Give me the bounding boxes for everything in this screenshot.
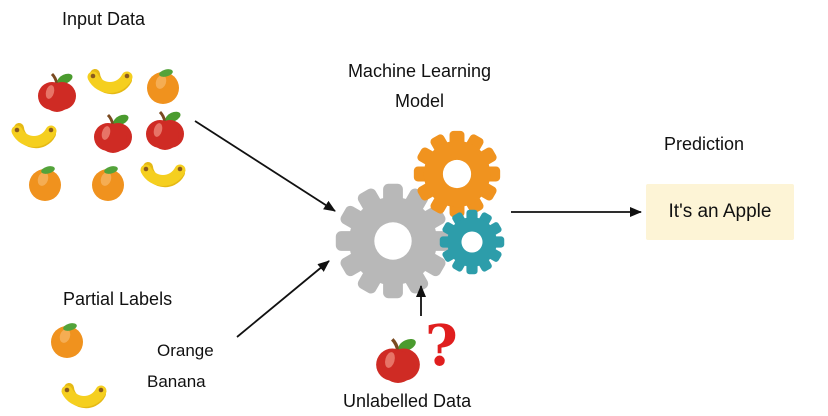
banana-icon: [91, 74, 130, 89]
partial-labels-title: Partial Labels: [63, 289, 173, 309]
apple-icon: [374, 334, 422, 385]
apple-icon: [36, 70, 78, 114]
prediction-value: It's an Apple: [668, 201, 772, 222]
prediction-box: It's an Apple: [646, 184, 794, 240]
arrow-partial-to-model: [236, 260, 330, 338]
ml-model-gears: [335, 130, 505, 299]
banana-icon: [65, 388, 104, 403]
banana-icon: [15, 128, 54, 143]
gear-orange-icon: [413, 130, 501, 218]
ml-model-label: Machine Learning Model: [347, 61, 492, 111]
partial-labels-fruits: [51, 321, 104, 403]
orange-icon: [92, 164, 124, 201]
gear-teal-icon: [439, 209, 505, 275]
banana-icon: [144, 167, 183, 182]
arrow-input-to-model: [194, 120, 336, 212]
unlabelled-data-label: Unlabelled Data: [343, 391, 472, 411]
orange-icon: [29, 164, 61, 201]
input-data-label: Input Data: [62, 9, 146, 29]
orange-icon: [147, 67, 179, 104]
partial-label-banana: Banana: [147, 372, 206, 391]
orange-icon: [51, 321, 83, 358]
prediction-label: Prediction: [664, 134, 745, 154]
apple-icon: [144, 108, 186, 152]
question-mark: ?: [425, 313, 458, 379]
partial-label-orange: Orange: [157, 341, 214, 360]
input-data-grid: [15, 67, 186, 201]
flow-arrows: [194, 120, 642, 338]
apple-icon: [92, 111, 134, 155]
